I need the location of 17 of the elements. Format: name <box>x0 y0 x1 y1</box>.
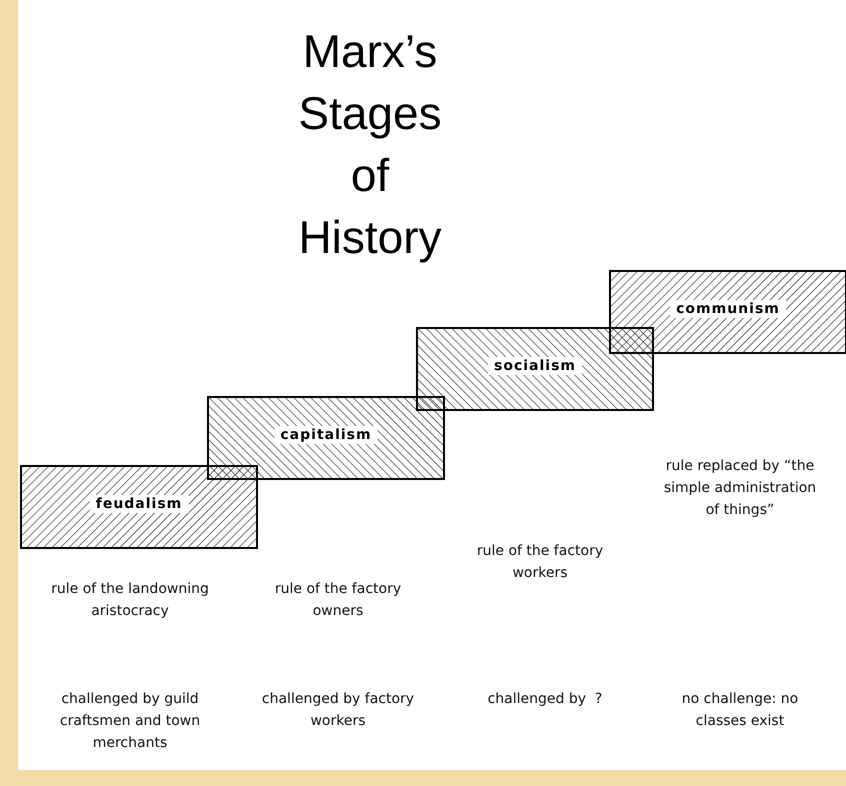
challenge-text: challenged by ? <box>486 690 604 709</box>
stage-label: feudalism <box>90 495 188 513</box>
stage-label: socialism <box>488 357 582 375</box>
ruling-class-text: rule of the factory workers <box>476 542 604 583</box>
title: Marx’s Stages of History <box>297 24 443 265</box>
ruling-class-text: rule replaced by “the simple administration of things” <box>662 457 818 520</box>
ruling-class-text: rule of the landowning aristocracy <box>50 580 210 621</box>
hatched-stage-box <box>207 396 445 480</box>
challenge-text: no challenge: no classes exist <box>680 690 800 731</box>
hatched-stage-box <box>609 270 846 354</box>
hatched-stage-box <box>416 327 654 411</box>
challenge-text: challenged by guild craftsmen and town merchants <box>58 690 202 753</box>
ruling-class-text: rule of the factory owners <box>274 580 402 621</box>
challenge-text: challenged by factory workers <box>260 690 416 731</box>
stage-label: capitalism <box>274 426 378 444</box>
stage-label: communism <box>670 300 786 318</box>
hatched-stage-box <box>20 465 258 549</box>
